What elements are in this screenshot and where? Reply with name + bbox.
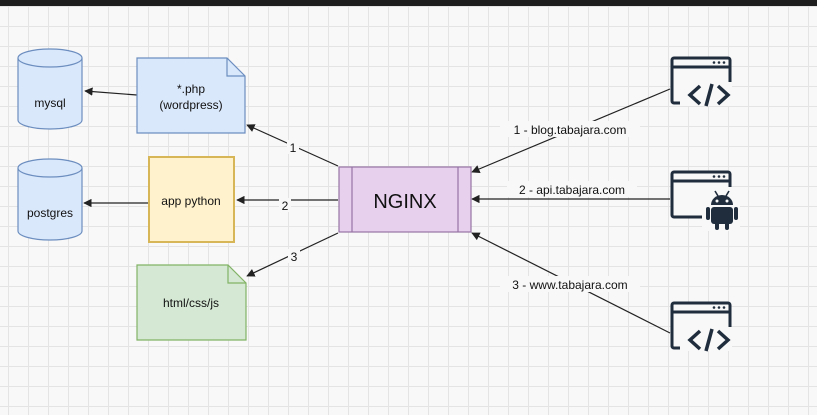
client-label-www: 3 - www.tabajara.com: [512, 278, 627, 292]
android-robot-icon: [706, 190, 738, 230]
route-label-2: 2: [282, 199, 289, 213]
top-bar: [0, 0, 817, 6]
mysql-label: mysql: [34, 96, 65, 110]
code-browser-icon: [670, 301, 732, 352]
client-label-blog: 1 - blog.tabajara.com: [514, 123, 627, 137]
nginx-server: NGINX: [338, 166, 472, 233]
static-label: html/css/js: [163, 296, 219, 310]
route-label-3: 3: [291, 250, 298, 264]
python-app: app python: [148, 156, 235, 243]
php-label-line1: *.php: [177, 82, 205, 96]
postgres-label: postgres: [27, 206, 73, 220]
mysql-database: mysql: [17, 48, 83, 130]
nginx-label: NGINX: [373, 191, 436, 213]
route-label-1: 1: [290, 141, 297, 155]
postgres-database: postgres: [17, 158, 83, 241]
android-browser-icon: [670, 170, 740, 231]
arrow-php-to-mysql: [84, 87, 138, 96]
php-wordpress-app: *.php (wordpress): [136, 57, 246, 134]
python-label: app python: [161, 194, 220, 208]
static-files-app: html/css/js: [136, 264, 247, 341]
client-label-api: 2 - api.tabajara.com: [519, 183, 625, 197]
code-browser-icon: [670, 56, 732, 107]
php-label-line2: (wordpress): [159, 98, 222, 112]
